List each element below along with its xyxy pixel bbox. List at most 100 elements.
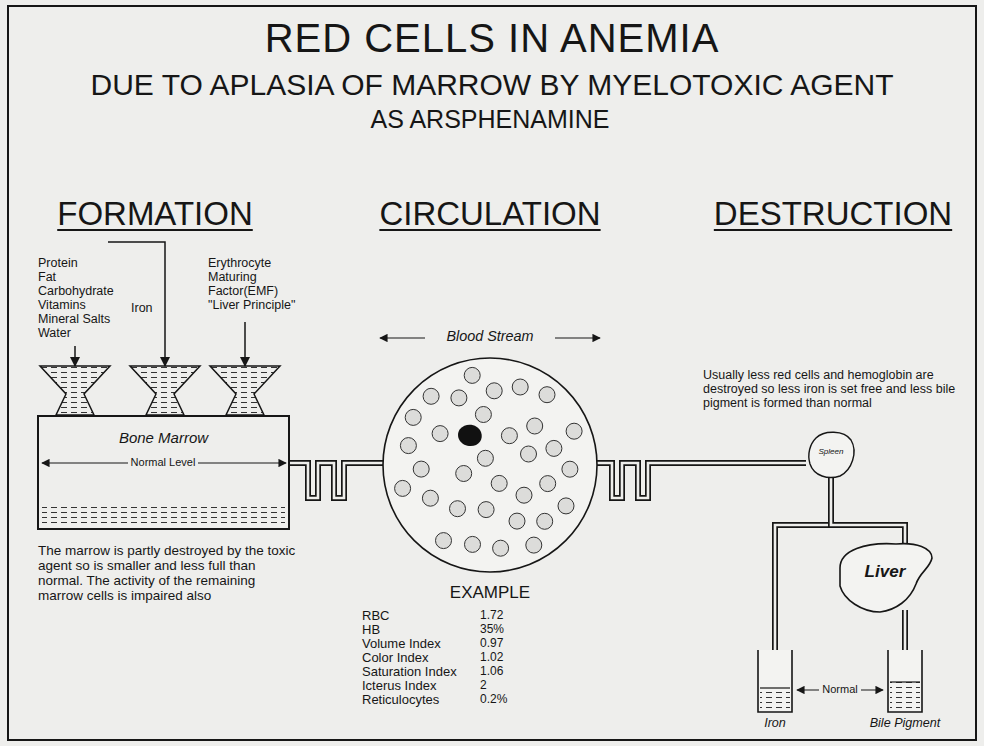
pipe-bore	[904, 610, 907, 650]
spleen-organ: Spleen	[806, 430, 856, 478]
node-label: Bone Marrow	[39, 429, 288, 446]
red-cell	[546, 440, 562, 456]
red-cell	[491, 475, 507, 491]
tube-level	[890, 681, 920, 682]
pipe-wall	[290, 463, 383, 498]
tube-glass	[888, 650, 922, 712]
table-cell-name: Saturation Index	[362, 665, 457, 679]
red-cell	[526, 537, 542, 553]
red-cell	[464, 367, 480, 383]
node-outline	[380, 326, 600, 578]
red-cell	[521, 446, 537, 462]
table-cell-name: Volume Index	[362, 637, 441, 651]
red-cell	[451, 390, 467, 406]
pipe-bore	[775, 476, 831, 650]
pipe-connector	[290, 463, 383, 498]
red-cell	[477, 450, 493, 466]
note-text: Maturing	[208, 271, 257, 285]
pipe-wall	[902, 610, 908, 650]
red-cell	[423, 388, 439, 404]
table-cell-name: Reticulocytes	[362, 693, 439, 707]
note-text: Vitamins	[38, 299, 86, 313]
node-label: Bile Pigment	[855, 716, 955, 730]
table-cell-name: Icterus Index	[362, 679, 436, 693]
test-tube: Iron	[745, 650, 805, 736]
note-text: Normal Level	[128, 456, 199, 468]
table-cell-value: 1.72	[480, 609, 503, 622]
red-cell	[539, 387, 555, 403]
pipe-bore	[290, 463, 383, 498]
red-cell	[475, 407, 491, 423]
note-text: Fat	[38, 271, 56, 285]
note-text: The marrow is partly destroyed by the to…	[38, 543, 296, 603]
red-cell	[540, 476, 556, 492]
note-text: Iron	[131, 302, 153, 316]
blood-stream-outline	[383, 358, 597, 572]
pipe-connector	[775, 476, 831, 650]
section-heading: FORMATION	[57, 196, 253, 232]
tube-content	[890, 682, 920, 711]
frame	[8, 6, 976, 740]
table-cell-name: Color Index	[362, 651, 428, 665]
note-text: Mineral Salts	[38, 313, 110, 327]
red-cell	[537, 513, 553, 529]
pipe-connector	[905, 610, 906, 650]
subtitle: AS ARSPHENAMINE	[371, 106, 610, 134]
red-cell	[456, 466, 472, 482]
red-cell	[486, 383, 502, 399]
red-cell	[562, 461, 578, 477]
red-cell	[405, 409, 421, 425]
table-cell-value: 2	[480, 679, 487, 692]
red-cell	[400, 438, 416, 454]
red-cell	[395, 480, 411, 496]
marrow-level	[42, 504, 285, 527]
note-text: Erythrocyte	[208, 257, 271, 271]
table-cell-value: 35%	[480, 623, 504, 636]
pipe-wall	[831, 476, 905, 548]
liver-organ: Liver	[836, 538, 934, 614]
table-cell-value: 0.97	[480, 637, 503, 650]
note-text: Factor(EMF)	[208, 285, 278, 299]
red-cell	[450, 501, 466, 517]
table-cell-value: 1.06	[480, 665, 503, 678]
node-label: Spleen	[806, 447, 856, 456]
table-cell-value: 0.2%	[480, 693, 507, 706]
red-cell	[512, 379, 528, 395]
note-text: Carbohydrate	[38, 285, 114, 299]
section-heading: DESTRUCTION	[714, 196, 952, 232]
note-text: EXAMPLE	[450, 584, 530, 603]
red-cell	[478, 502, 494, 518]
subtitle: DUE TO APLASIA OF MARROW BY MYELOTOXIC A…	[91, 68, 894, 101]
red-cell	[527, 418, 543, 434]
table-cell-name: RBC	[362, 609, 389, 623]
nucleated-cell	[458, 425, 482, 446]
title: RED CELLS IN ANEMIA	[265, 16, 720, 60]
red-cell	[436, 533, 452, 549]
tube-level	[760, 687, 790, 688]
note-text: Protein	[38, 257, 78, 271]
pipe-connector	[831, 476, 905, 548]
marrow-box: Bone Marrow	[37, 415, 290, 530]
note-text: Usually less red cells and hemoglobin ar…	[703, 368, 969, 410]
pipe-wall	[597, 463, 806, 498]
red-cell	[566, 423, 582, 439]
red-cell	[558, 498, 574, 514]
red-cell	[516, 487, 532, 503]
note-text: "Liver Principle"	[208, 299, 295, 313]
red-cell	[493, 540, 509, 556]
tube-content	[760, 688, 790, 711]
pipe-connector	[597, 463, 806, 498]
section-heading: CIRCULATION	[379, 196, 600, 232]
pipe-wall	[775, 476, 831, 650]
red-cell	[509, 513, 525, 529]
node-label: Liver	[836, 562, 934, 582]
red-cell	[501, 428, 517, 444]
red-cell	[422, 490, 438, 506]
red-cell	[432, 426, 448, 442]
node-label: Blood Stream	[442, 328, 537, 344]
pipe-bore	[831, 476, 905, 548]
node-label: Iron	[745, 716, 805, 730]
table-cell-value: 1.02	[480, 651, 503, 664]
test-tube: Bile Pigment	[855, 650, 955, 736]
funnels	[40, 366, 280, 415]
